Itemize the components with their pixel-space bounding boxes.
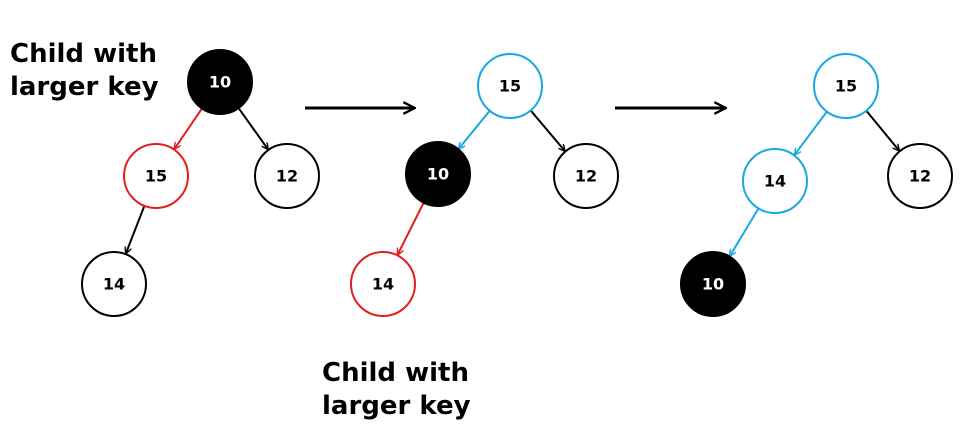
node-t3-n10: 10: [680, 251, 746, 317]
caption-line: larger key: [322, 391, 471, 421]
node-t1-n15: 15: [123, 143, 189, 209]
node-label: 14: [103, 275, 125, 294]
caption-child-with-larger-key-2: Child with larger key: [322, 357, 471, 423]
edge-t1-n15-to-t1-n14: [126, 205, 146, 253]
edge-t2-n10-to-t2-n14: [398, 202, 425, 255]
node-t3-n12: 12: [887, 143, 953, 209]
node-t2-n10: 10: [405, 141, 471, 207]
node-label: 15: [499, 77, 521, 96]
edge-t3-n15-to-t3-n12: [865, 110, 899, 151]
node-circle: [405, 141, 471, 207]
node-circle: [742, 148, 808, 214]
caption-line: larger key: [10, 72, 159, 102]
node-t2-n12: 12: [553, 143, 619, 209]
node-circle: [813, 53, 879, 119]
node-t1-n14: 14: [81, 251, 147, 317]
node-label: 10: [427, 165, 449, 184]
edge-t1-n10-to-t1-n12: [237, 107, 268, 149]
node-circle: [477, 53, 543, 119]
node-label: 12: [575, 167, 597, 186]
node-circle: [187, 49, 253, 115]
node-circle: [553, 143, 619, 209]
caption-child-with-larger-key-1: Child with larger key: [10, 38, 159, 104]
node-label: 14: [372, 275, 394, 294]
caption-line: Child with: [322, 358, 469, 388]
node-t1-n12: 12: [254, 143, 320, 209]
nodes-layer: 10 15 12 14 15 10 12 14 15 14 12 10: [81, 49, 953, 317]
node-t2-n14: 14: [350, 251, 416, 317]
node-t3-n15: 15: [813, 53, 879, 119]
edge-t3-n14-to-t3-n10: [730, 207, 760, 255]
node-circle: [81, 251, 147, 317]
node-label: 10: [702, 275, 724, 294]
node-circle: [123, 143, 189, 209]
node-label: 12: [909, 167, 931, 186]
node-circle: [254, 143, 320, 209]
node-circle: [680, 251, 746, 317]
node-label: 12: [276, 167, 298, 186]
edges-layer: [126, 107, 899, 256]
node-t3-n14: 14: [742, 148, 808, 214]
edge-t3-n15-to-t3-n14: [795, 111, 828, 155]
node-label: 15: [145, 167, 167, 186]
edge-t2-n15-to-t2-n10: [459, 110, 491, 149]
node-t1-n10: 10: [187, 49, 253, 115]
node-label: 10: [209, 73, 231, 92]
caption-line: Child with: [10, 39, 157, 69]
node-circle: [887, 143, 953, 209]
node-label: 15: [835, 77, 857, 96]
edge-t2-n15-to-t2-n12: [529, 109, 565, 150]
node-label: 14: [764, 172, 786, 191]
node-circle: [350, 251, 416, 317]
edge-t1-n10-to-t1-n15: [175, 107, 203, 148]
node-t2-n15: 15: [477, 53, 543, 119]
